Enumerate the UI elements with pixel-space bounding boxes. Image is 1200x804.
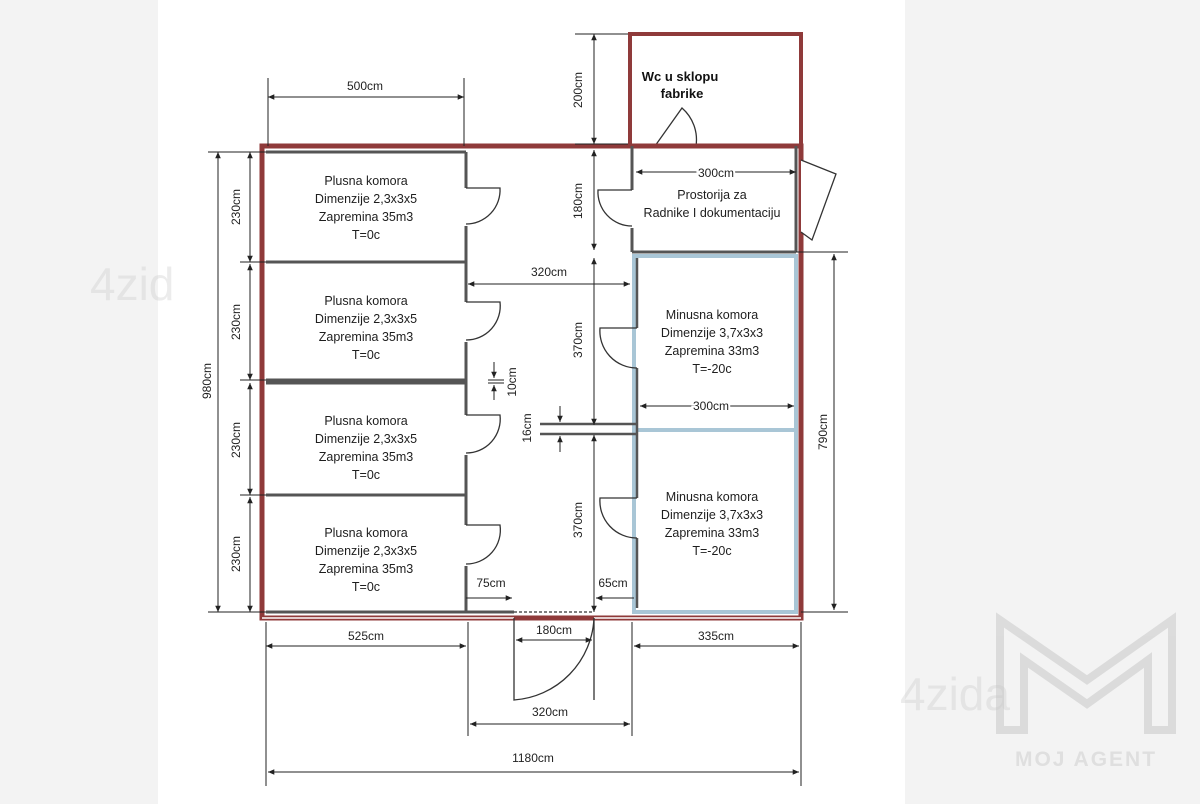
dim-top-width: 500cm (347, 79, 383, 93)
dimension-lines (208, 33, 848, 786)
wc-label-line1: Wc u sklopu (642, 69, 719, 84)
wc-door-arc (654, 107, 698, 147)
watermark-left: 4zid (90, 258, 174, 310)
plan-sheet (158, 0, 905, 804)
office-walls (630, 146, 798, 254)
room-title: Plusna komora (324, 174, 407, 188)
dim-chamber-height-4: 230cm (229, 536, 243, 572)
room-dims: Dimenzije 3,7x3x3 (661, 326, 763, 340)
dim-office-width: 300cm (698, 166, 734, 180)
room-title: Minusna komora (666, 490, 758, 504)
dim-bottom-mid: 320cm (532, 705, 568, 719)
room-volume: Zapremina 35m3 (319, 330, 414, 344)
office-label-line1: Prostorija za (677, 188, 747, 202)
room-title: Plusna komora (324, 294, 407, 308)
left-margin (0, 0, 158, 804)
room-temp: T=0c (352, 348, 380, 362)
watermark-right: 4zida (900, 668, 1010, 720)
dim-right-height: 790cm (816, 414, 830, 450)
dim-door-left: 75cm (476, 576, 505, 590)
room-temp: T=0c (352, 228, 380, 242)
plus-chamber-4: Plusna komora Dimenzije 2,3x3x5 Zapremin… (315, 526, 417, 594)
room-volume: Zapremina 33m3 (665, 526, 760, 540)
room-title: Plusna komora (324, 414, 407, 428)
office-door-arc (597, 189, 633, 227)
room-dims: Dimenzije 2,3x3x5 (315, 192, 417, 206)
plus-chamber-2: Plusna komora Dimenzije 2,3x3x5 Zapremin… (315, 294, 417, 362)
plus-chamber-3: Plusna komora Dimenzije 2,3x3x5 Zapremin… (315, 414, 417, 482)
agent-logo: MOJ AGENT (996, 612, 1176, 771)
minus-chamber-inner (540, 258, 639, 608)
dim-chamber-height-2: 230cm (229, 304, 243, 340)
room-volume: Zapremina 35m3 (319, 210, 414, 224)
outer-walls (259, 143, 804, 621)
dim-door-right: 65cm (598, 576, 627, 590)
plus-chamber-doors (465, 187, 502, 565)
room-temp: T=-20c (692, 544, 731, 558)
room-volume: Zapremina 35m3 (319, 450, 414, 464)
plus-chamber-walls (266, 150, 514, 614)
minus-chamber-2: Minusna komora Dimenzije 3,7x3x3 Zapremi… (661, 490, 763, 558)
plus-chamber-1: Plusna komora Dimenzije 2,3x3x5 Zapremin… (315, 174, 417, 242)
room-volume: Zapremina 33m3 (665, 344, 760, 358)
dim-bottom-right: 335cm (698, 629, 734, 643)
dim-corridor-width: 320cm (531, 265, 567, 279)
dim-total-height: 980cm (200, 363, 214, 399)
room-volume: Zapremina 35m3 (319, 562, 414, 576)
room-title: Plusna komora (324, 526, 407, 540)
dim-minus-width: 300cm (693, 399, 729, 413)
dim-wc-height: 200cm (571, 72, 585, 108)
dim-bottom-left: 525cm (348, 629, 384, 643)
dim-total-width: 1180cm (512, 751, 554, 765)
office-label-line2: Radnike I dokumentaciju (644, 206, 781, 220)
minus-chamber-doors (599, 327, 638, 539)
office-outer-door (800, 159, 837, 242)
dim-minus-height-1: 370cm (571, 322, 585, 358)
dim-minus-height-2: 370cm (571, 502, 585, 538)
room-temp: T=0c (352, 580, 380, 594)
minus-chamber-1: Minusna komora Dimenzije 3,7x3x3 Zapremi… (661, 308, 763, 376)
agent-logo-text: MOJ AGENT (1015, 748, 1157, 771)
room-title: Minusna komora (666, 308, 758, 322)
room-temp: T=-20c (692, 362, 731, 376)
dim-mid-wall: 16cm (520, 413, 534, 442)
room-temp: T=0c (352, 468, 380, 482)
room-dims: Dimenzije 2,3x3x5 (315, 544, 417, 558)
dim-office-height: 180cm (571, 183, 585, 219)
dim-entrance: 180cm (536, 623, 572, 637)
dim-wall-gap: 10cm (505, 367, 519, 396)
dim-chamber-height-1: 230cm (229, 189, 243, 225)
dim-chamber-height-3: 230cm (229, 422, 243, 458)
room-dims: Dimenzije 2,3x3x5 (315, 312, 417, 326)
entrance-door (513, 611, 595, 701)
room-dims: Dimenzije 2,3x3x5 (315, 432, 417, 446)
room-dims: Dimenzije 3,7x3x3 (661, 508, 763, 522)
wc-label-line2: fabrike (661, 86, 704, 101)
wc-walls (628, 32, 803, 148)
